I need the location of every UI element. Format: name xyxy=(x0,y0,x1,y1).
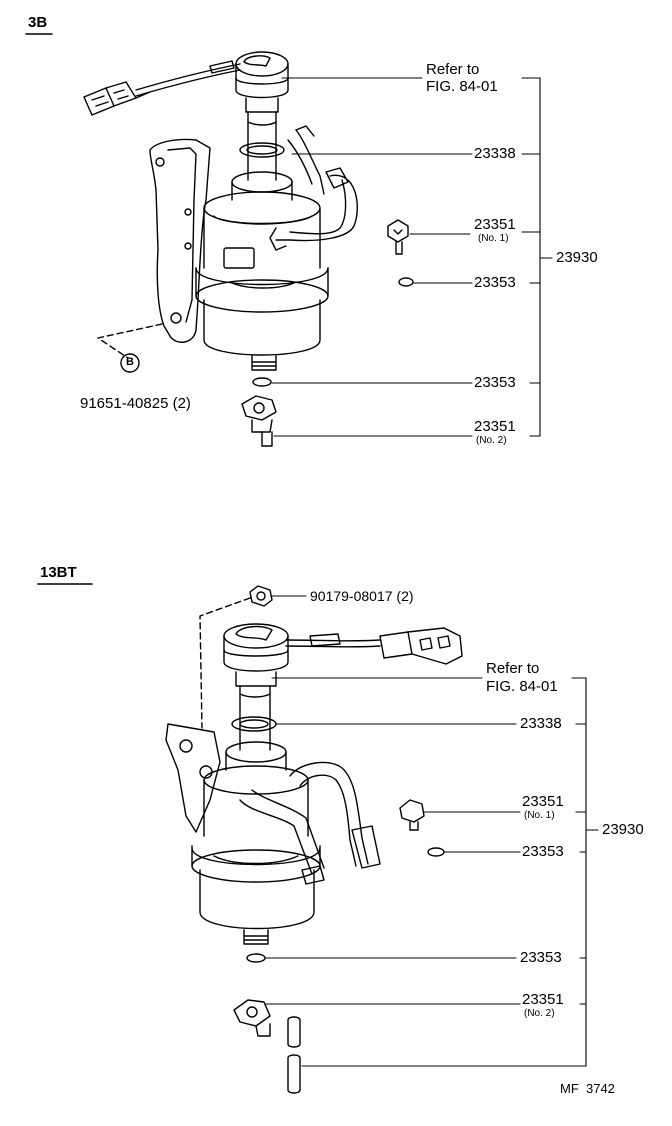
o-ring-23338-3b xyxy=(239,142,285,158)
pump-body-3b xyxy=(195,171,329,371)
part-23351-no1-note-3b: (No. 1) xyxy=(478,233,509,244)
part-23338-label-13bt: 23338 xyxy=(520,715,562,732)
part-23351-no2-label-13bt: 23351 xyxy=(522,991,564,1008)
fitting-23351-no2-3b xyxy=(241,395,277,447)
part-23351-no2-note-3b: (No. 2) xyxy=(476,435,507,446)
part-23351-no1-note-13bt: (No. 1) xyxy=(524,810,555,821)
connector-plug-13bt xyxy=(379,627,463,665)
assembly-23930-label-3b: 23930 xyxy=(556,249,598,266)
refer-to-line2-3b: FIG. 84-01 xyxy=(426,78,498,95)
part-23351-no1-label-3b: 23351 xyxy=(474,216,516,233)
bracket-13bt xyxy=(165,723,221,833)
callout-b-circle xyxy=(120,353,140,373)
leader-lines-13bt xyxy=(265,595,599,1067)
refer-to-line2-13bt: FIG. 84-01 xyxy=(486,678,558,695)
tube-lower-13bt xyxy=(287,1054,301,1094)
gasket-23353-upper-3b xyxy=(398,277,414,287)
section-header-13bt: 13BT xyxy=(40,564,77,581)
fitting-23351-no2-13bt xyxy=(233,999,271,1037)
wire-3b xyxy=(135,63,241,91)
gasket-23353-lower-3b xyxy=(252,377,272,387)
part-91651-label: 91651-40825 (2) xyxy=(80,395,191,412)
part-23338-label-3b: 23338 xyxy=(474,145,516,162)
section-header-3b: 3B xyxy=(28,14,48,31)
section-13bt-drawing xyxy=(37,583,599,1094)
figure-code: MF 3742 xyxy=(560,1081,615,1096)
callout-b-label: B xyxy=(126,356,134,368)
outlet-pipe-13bt xyxy=(239,789,325,875)
assembly-23930-label-13bt: 23930 xyxy=(602,821,644,838)
nut-90179-13bt xyxy=(249,585,273,607)
part-23353-upper-label-3b: 23353 xyxy=(474,274,516,291)
leader-lines-3b xyxy=(271,77,553,437)
part-23351-no1-label-13bt: 23351 xyxy=(522,793,564,810)
pump-body-13bt xyxy=(191,741,321,945)
bracket-3b xyxy=(149,138,211,343)
screw-23351-no1-3b xyxy=(387,219,409,255)
gauge-cap-13bt xyxy=(223,623,289,687)
section-3b-drawing xyxy=(25,33,553,447)
part-23353-lower-label-3b: 23353 xyxy=(474,374,516,391)
part-90179-label: 90179-08017 (2) xyxy=(310,588,414,604)
gasket-23353-upper-13bt xyxy=(427,847,445,857)
outlet-pipe-3b xyxy=(287,129,325,195)
connector-plug-3b xyxy=(83,81,151,116)
refer-to-line1-3b: Refer to xyxy=(426,61,480,78)
screw-23351-no1-13bt xyxy=(399,799,425,831)
gauge-cap-3b xyxy=(235,51,289,113)
part-23351-no2-note-13bt: (No. 2) xyxy=(524,1008,555,1019)
gasket-23353-lower-13bt xyxy=(246,953,266,963)
part-23353-lower-label-13bt: 23353 xyxy=(520,949,562,966)
part-23351-no2-label-3b: 23351 xyxy=(474,418,516,435)
part-23353-upper-label-13bt: 23353 xyxy=(522,843,564,860)
tube-upper-13bt xyxy=(287,1016,301,1048)
refer-to-line1-13bt: Refer to xyxy=(486,660,540,677)
